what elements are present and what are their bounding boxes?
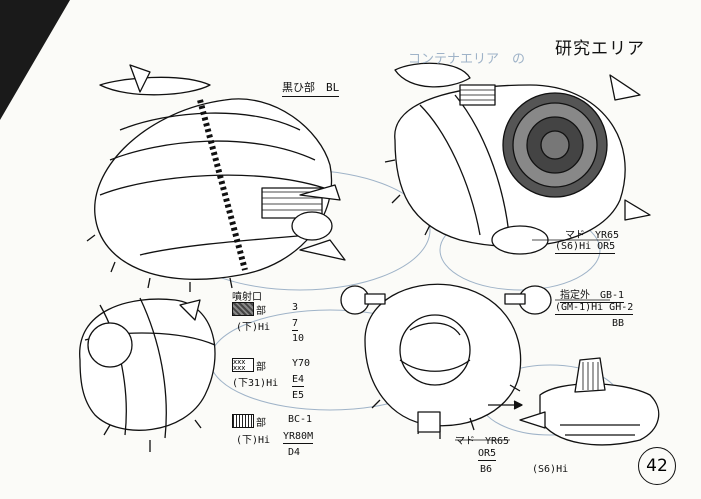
legend-row-3-val1: BC-1 [288,414,313,425]
legend-row-3-val3: D4 [288,447,301,458]
legend-row-1-val1: 3 [292,302,299,313]
legend-row-3-part: 部 [256,418,266,429]
legend-row-1-part: 部 [256,306,266,317]
legend-row-1-hi: (下)Hi [236,322,271,333]
color-code-right-2: (GM-1)Hi GH-2 [555,302,634,315]
ship-view-bottom-middle [340,283,552,439]
scan-corner-shadow [0,0,70,120]
color-code-top-right-2: (S6)Hi OR5 [555,241,616,254]
legend-row-1-val3: 10 [292,333,305,344]
color-code-bottom-4: (S6)Hi [532,464,569,475]
faint-overlay-caption: コンテナエリア の [408,52,526,67]
swatch-cross-pattern: xxx xxx [232,358,254,372]
legend-row-3-val2: YR80M [283,431,314,444]
legend-row-2-part: 部 [256,362,266,373]
color-code-bottom-1: マド YR65 [455,436,510,447]
swatch-stripe-pattern [232,414,254,428]
legend-row-2-val1: Y70 [292,358,311,369]
legend-row-2-val3: E5 [292,390,305,401]
ship-view-bottom-right [488,357,660,446]
color-code-bottom-3: B6 [480,464,493,475]
swatch-dark [232,302,254,316]
legend-row-2-hi: (下31)Hi [232,378,279,389]
ship-view-top-right [384,62,651,255]
color-code-bottom-2: OR5 [478,448,497,461]
jet-nozzle-label: 噴射口 [232,292,262,303]
page-title: 研究エリア [555,39,645,59]
color-code-right-1: 指定外 GB-1 [560,286,625,303]
ship-view-top-left [86,64,346,292]
legend-row-1-val2: 7 [292,318,299,331]
page-number: 42 [638,447,676,485]
part-label-top: 黒ひ部 BL [282,79,340,97]
color-code-top-right-1: マド YR65 [565,230,620,241]
legend-row-3-hi: (下)Hi [236,435,271,446]
legend-row-2-val2: E4 [292,374,305,387]
color-code-right-3: BB [612,318,625,329]
ship-view-bottom-left [79,297,216,452]
